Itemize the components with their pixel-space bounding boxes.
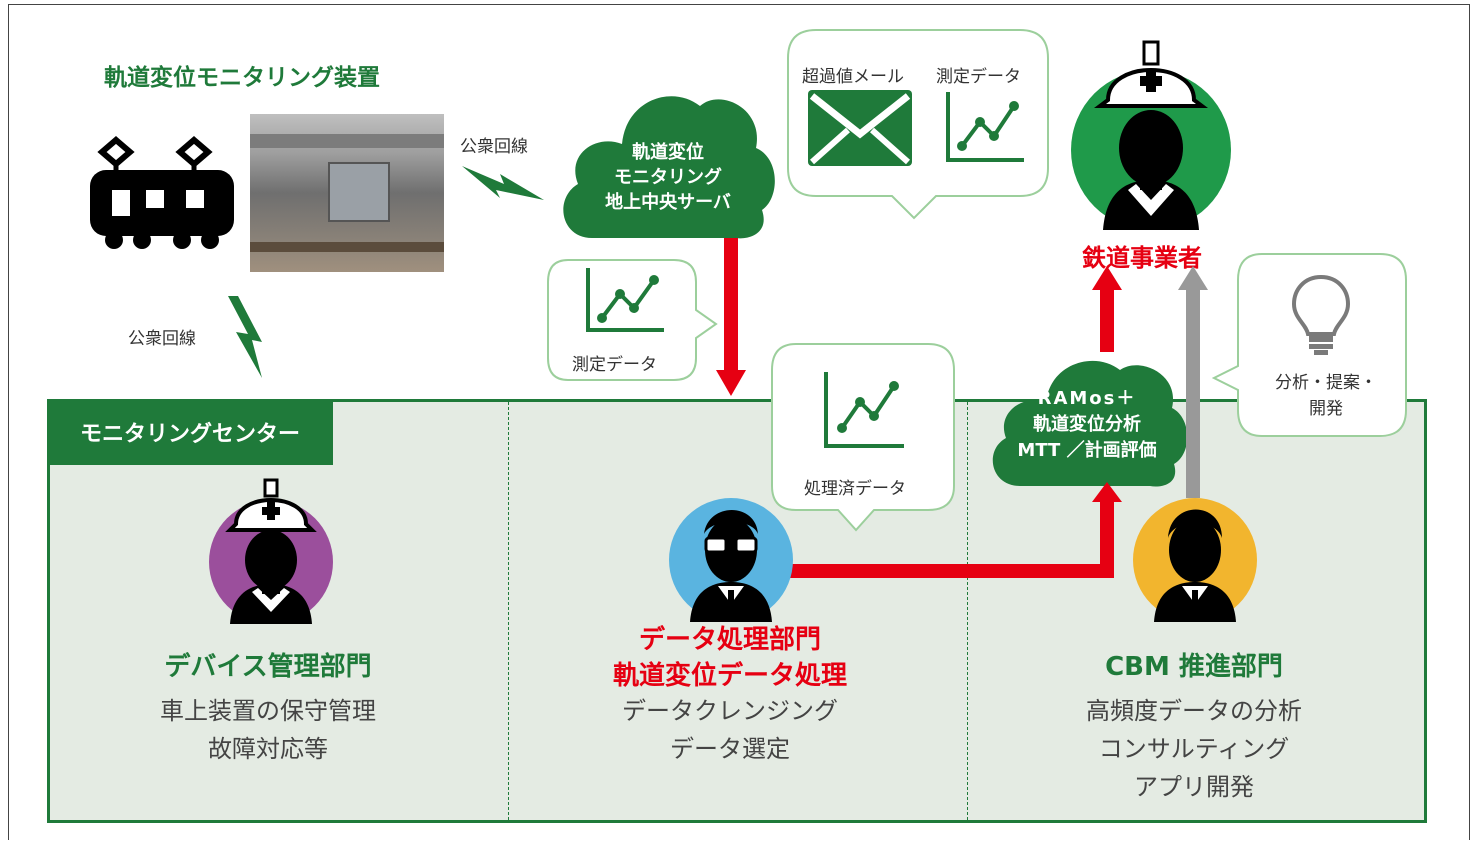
- mail-icon: [808, 90, 912, 166]
- dept-desc-device: 車上装置の保守管理 故障対応等: [108, 692, 428, 768]
- proposal-label-line: 分析・提案・: [1275, 373, 1377, 393]
- lightbulb-icon: [1291, 274, 1351, 355]
- arrow-icon: [1092, 482, 1122, 502]
- worker-helmet-icon: [1071, 40, 1231, 230]
- chart-icon: [946, 92, 1024, 162]
- proposal-label-line: 開発: [1309, 399, 1343, 419]
- dept-desc-line: アプリ開発: [1134, 773, 1254, 801]
- ramos-label-line: 軌道変位分析: [1033, 414, 1141, 435]
- measure-label: 測定データ: [572, 355, 657, 375]
- dept-desc-line: 故障対応等: [208, 735, 328, 763]
- proposal-label: 分析・提案・ 開発: [1256, 370, 1396, 422]
- dept-divider-2: [967, 402, 968, 820]
- dept-title-data: データ処理部門 軌道変位データ処理: [570, 622, 890, 694]
- dept-divider-1: [508, 402, 509, 820]
- public-line-label-1: 公衆回線: [460, 137, 528, 157]
- chart-icon: [824, 372, 904, 448]
- dept-desc-line: データクレンジング: [622, 697, 838, 725]
- outer-frame: [8, 4, 1470, 840]
- mail-bubble: [787, 29, 1049, 220]
- arrow-icon: [724, 238, 738, 372]
- arrow-icon: [1100, 500, 1114, 578]
- ramos-label: RAMos＋ 軌道変位分析 MTT ／計画評価: [994, 386, 1180, 464]
- lightning-icon: [228, 296, 262, 378]
- arrow-icon: [716, 370, 746, 396]
- businessman-icon: [1133, 498, 1257, 622]
- dept-desc-line: 高頻度データの分析: [1086, 697, 1302, 725]
- ramos-label-line: MTT ／計画評価: [1017, 440, 1157, 461]
- dept-title-device: デバイス管理部門: [164, 652, 372, 682]
- device-photo: [250, 114, 444, 272]
- arrow-icon: [1178, 266, 1208, 290]
- monitoring-center-title: モニタリングセンター: [47, 399, 333, 465]
- railway-operator-title: 鉄道事業者: [1082, 244, 1202, 272]
- worker-helmet-icon: [209, 478, 333, 624]
- device-title: 軌道変位モニタリング装置: [104, 65, 380, 91]
- cloud-icon: [563, 96, 775, 239]
- chart-icon: [586, 268, 664, 332]
- arrow-icon: [1100, 288, 1114, 352]
- dept-desc-cbm: 高頻度データの分析 コンサルティング アプリ開発: [1034, 692, 1354, 806]
- train-icon: [90, 136, 234, 249]
- dept-desc-line: コンサルティング: [1098, 735, 1290, 763]
- mail-label: 超過値メール: [802, 67, 904, 87]
- dept-title-data-line: 軌道変位データ処理: [612, 661, 847, 691]
- dept-title-data-line: データ処理部門: [638, 625, 821, 655]
- processed-bubble: [771, 343, 955, 532]
- arrow-icon: [1186, 288, 1200, 498]
- dept-desc-data: データクレンジング データ選定: [570, 692, 890, 768]
- dept-desc-line: 車上装置の保守管理: [160, 697, 376, 725]
- processed-label: 処理済データ: [804, 479, 906, 499]
- server-label-line: 軌道変位: [632, 142, 704, 163]
- cloud-icon: [992, 360, 1188, 487]
- arrow-icon: [790, 564, 1114, 578]
- ramos-label-line: RAMos＋: [1037, 388, 1137, 409]
- lightning-icon: [462, 166, 544, 200]
- arrow-icon: [1092, 266, 1122, 290]
- server-label-line: 地上中央サーバ: [605, 192, 731, 213]
- glasses-person-icon: [669, 498, 793, 622]
- public-line-label-2: 公衆回線: [128, 329, 196, 349]
- server-label-line: モニタリング: [614, 167, 722, 188]
- server-label: 軌道変位 モニタリング 地上中央サーバ: [568, 140, 768, 215]
- mail-data-label: 測定データ: [936, 67, 1021, 87]
- dept-desc-line: データ選定: [670, 735, 790, 763]
- dept-title-cbm: CBM 推進部門: [1105, 652, 1283, 682]
